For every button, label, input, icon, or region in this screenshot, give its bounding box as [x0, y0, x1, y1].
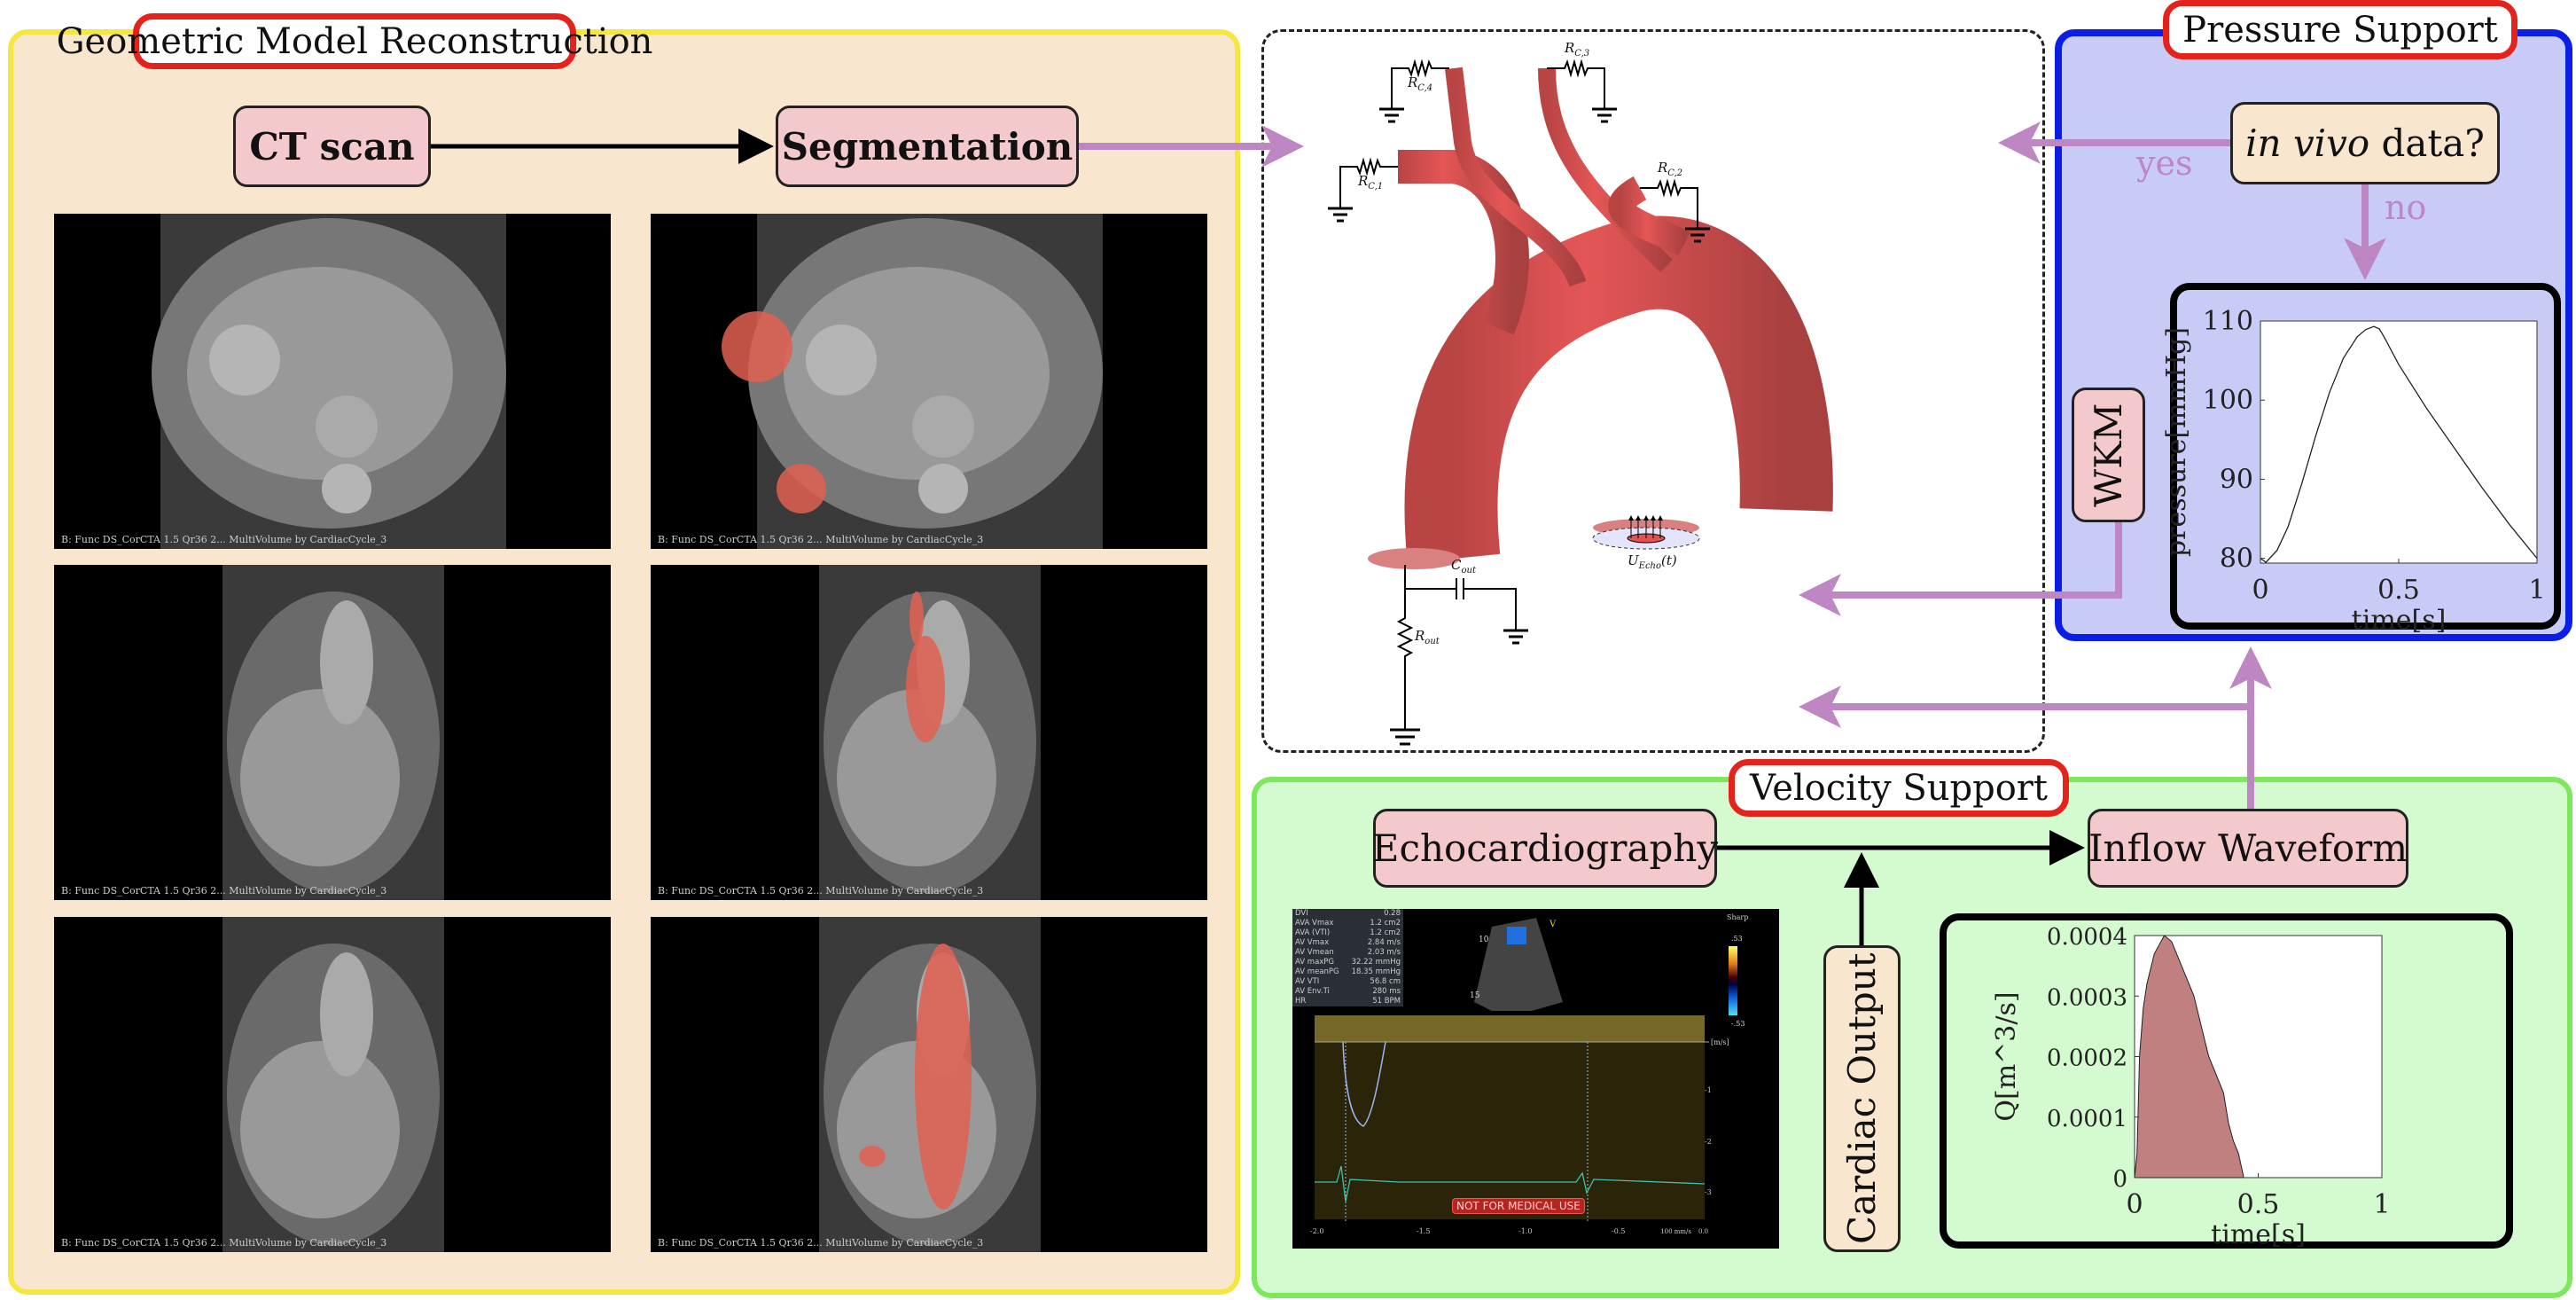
ct-caption: B: Func DS_CorCTA 1.5 Qr36 2... MultiVol…: [61, 1237, 387, 1249]
depth-10: 10: [1479, 936, 1489, 944]
inflow-waveform-node: Inflow Waveform: [2088, 809, 2408, 888]
geometric-model-title: Geometric Model Reconstruction: [57, 13, 652, 69]
velocity-support-title: Velocity Support: [1729, 759, 2069, 817]
label-cout: Cout: [1451, 557, 1476, 576]
cardiac-output-node: Cardiac Output: [1823, 945, 1901, 1252]
model-dashed-box: [1261, 29, 2045, 753]
no-label: no: [2385, 188, 2427, 227]
ct-scan-node: CT scan: [233, 106, 431, 187]
depth-15: 15: [1470, 991, 1480, 1000]
label-rc2: RC,2: [1658, 160, 1683, 178]
pressure-support-title: Pressure Support: [2163, 0, 2517, 59]
y-tick: -3: [1705, 1188, 1712, 1196]
in-vivo-data-question: in vivo data?: [2230, 102, 2500, 184]
ct-caption: B: Func DS_CorCTA 1.5 Qr36 2... MultiVol…: [658, 534, 984, 545]
label-rout: Rout: [1415, 628, 1440, 646]
ct-slice-image: B: Func DS_CorCTA 1.5 Qr36 2... MultiVol…: [54, 565, 611, 900]
colorbar-top: .53: [1731, 935, 1743, 943]
x-tick: 0.0: [1698, 1228, 1708, 1235]
label-rc1: RC,1: [1358, 173, 1384, 192]
segmentation-node: Segmentation: [776, 106, 1079, 187]
segmented-ct-slice-image: B: Func DS_CorCTA 1.5 Qr36 2... MultiVol…: [651, 565, 1207, 900]
sweep-speed: 100 mm/s: [1660, 1228, 1691, 1235]
colorbar-label: Sharp: [1727, 913, 1748, 921]
velocity-unit: [m/s]: [1711, 1038, 1729, 1046]
spectrum-bg: [1315, 1015, 1705, 1219]
y-tick: -1: [1705, 1086, 1712, 1094]
x-tick: -1.0: [1518, 1227, 1532, 1235]
mode-v: V: [1549, 920, 1557, 929]
ecg-trace: [1315, 1165, 1706, 1202]
echo-sector-image: [1474, 918, 1563, 1011]
ct-caption: B: Func DS_CorCTA 1.5 Qr36 2... MultiVol…: [61, 534, 387, 545]
data-question-label: data?: [2369, 121, 2485, 165]
measurement-row: AVA (VTI)1.2 cm2: [1295, 928, 1401, 937]
ct-caption: B: Func DS_CorCTA 1.5 Qr36 2... MultiVol…: [658, 1237, 984, 1249]
segmented-ct-slice-image: B: Func DS_CorCTA 1.5 Qr36 2... MultiVol…: [651, 214, 1207, 549]
pressure-chart-frame: [2170, 283, 2561, 630]
not-for-medical-use-badge: NOT FOR MEDICAL USE: [1452, 1198, 1585, 1214]
echocardiography-node: Echocardiography: [1372, 809, 1718, 888]
in-vivo-label: in vivo: [2245, 121, 2370, 165]
ct-slice-image: B: Func DS_CorCTA 1.5 Qr36 2... MultiVol…: [54, 917, 611, 1252]
y-tick: -2: [1705, 1138, 1712, 1146]
ct-slice-image: B: Func DS_CorCTA 1.5 Qr36 2... MultiVol…: [54, 214, 611, 549]
x-tick: -0.5: [1612, 1227, 1625, 1235]
velocity-envelope: [1342, 1041, 1386, 1127]
segmented-ct-slice-image: B: Func DS_CorCTA 1.5 Qr36 2... MultiVol…: [651, 917, 1207, 1252]
label-uecho: UEcho(t): [1628, 552, 1677, 571]
colorbar-bottom: -.53: [1731, 1020, 1745, 1028]
ct-caption: B: Func DS_CorCTA 1.5 Qr36 2... MultiVol…: [658, 885, 984, 897]
label-rc3: RC,3: [1565, 40, 1590, 59]
ct-caption: B: Func DS_CorCTA 1.5 Qr36 2... MultiVol…: [61, 885, 387, 897]
x-tick: -2.0: [1310, 1227, 1323, 1235]
inflow-chart-frame: [1940, 913, 2513, 1249]
color-bar: [1729, 946, 1737, 1015]
label-rc4: RC,4: [1408, 74, 1433, 93]
x-tick: -1.5: [1417, 1227, 1430, 1235]
doppler-spectrum: Sharp .53 -.53 10 15 V [m/s] -1 -2 -3 -2…: [1310, 913, 1748, 1235]
yes-label: yes: [2136, 144, 2193, 183]
color-doppler-box: [1507, 927, 1526, 944]
wkm-node: WKM: [2072, 388, 2145, 522]
